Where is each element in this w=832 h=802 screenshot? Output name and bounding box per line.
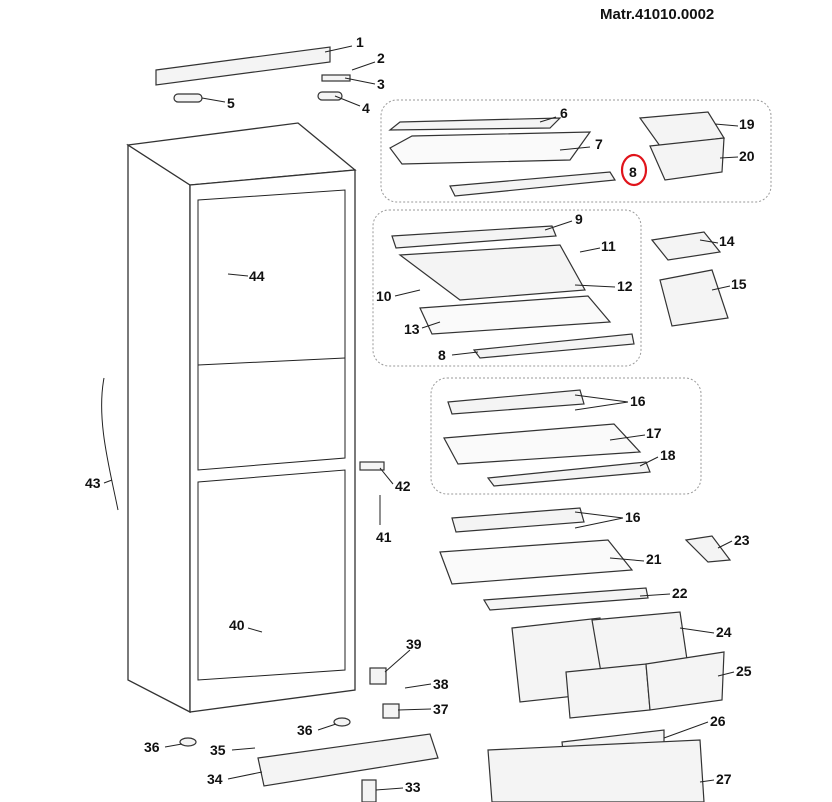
callout-23: 23: [734, 532, 750, 548]
group-box-top-shelf: [380, 99, 772, 203]
callout-36b: 36: [144, 739, 160, 755]
part-8: [472, 333, 635, 359]
callout-42: 42: [395, 478, 411, 494]
callout-17: 17: [646, 425, 662, 441]
callout-2: 2: [377, 50, 385, 66]
callout-5: 5: [227, 95, 235, 111]
callout-10: 10: [376, 288, 392, 304]
callout-21: 21: [646, 551, 662, 567]
part-8-top: [449, 171, 617, 197]
part-3: [321, 74, 351, 82]
part-17: [443, 423, 642, 465]
cabinet-front: [189, 169, 356, 713]
callout-33: 33: [405, 779, 421, 795]
part-33: [361, 779, 377, 802]
callout-9: 9: [575, 211, 583, 227]
callout-15: 15: [731, 276, 747, 292]
callout-40: 40: [229, 617, 245, 633]
fridge-compartment: [197, 189, 346, 471]
leader-lines: [103, 45, 739, 791]
part-25: [565, 663, 651, 719]
callout-8-highlighted: 8: [629, 164, 637, 180]
part-22: [482, 587, 649, 611]
callout-43: 43: [85, 475, 101, 491]
callout-14: 14: [719, 233, 735, 249]
callout-4: 4: [362, 100, 370, 116]
part-5: [173, 93, 203, 103]
callout-20: 20: [739, 148, 755, 164]
callout-8: 8: [438, 347, 446, 363]
part-34: [257, 733, 439, 787]
group-box-shelf-2: [372, 209, 642, 367]
cabinet-side: [127, 143, 191, 714]
part-15: [659, 269, 729, 327]
callout-37: 37: [433, 701, 449, 717]
callout-13: 13: [404, 321, 420, 337]
callout-6: 6: [560, 105, 568, 121]
part-18: [486, 461, 651, 487]
part-23: [684, 535, 732, 563]
callout-39: 39: [406, 636, 422, 652]
callout-36: 36: [297, 722, 313, 738]
callout-11: 11: [601, 238, 616, 254]
callout-34: 34: [207, 771, 223, 787]
part-top-panel: [155, 46, 331, 86]
callout-7: 7: [595, 136, 603, 152]
part-42: [359, 461, 385, 471]
part-20: [649, 137, 725, 181]
part-4: [317, 91, 343, 101]
part-36-foot: [179, 737, 197, 747]
part-16b: [451, 507, 585, 533]
part-25b: [645, 651, 725, 711]
part-12: [398, 244, 586, 301]
part-36-foot-b: [333, 717, 351, 727]
callout-12: 12: [617, 278, 633, 294]
part-37: [382, 703, 400, 719]
matricola-code: Matr.41010.0002: [600, 6, 714, 23]
callout-26: 26: [710, 713, 726, 729]
freezer-compartment: [197, 469, 346, 681]
callout-44: 44: [249, 268, 265, 284]
callout-1: 1: [356, 34, 364, 50]
callout-35: 35: [210, 742, 226, 758]
callout-16: 16: [630, 393, 646, 409]
part-14: [650, 231, 722, 261]
callout-18: 18: [660, 447, 676, 463]
part-7: [389, 131, 592, 165]
part-9: [391, 225, 557, 249]
part-39: [369, 667, 387, 685]
callout-22: 22: [672, 585, 688, 601]
part-21: [439, 539, 634, 585]
part-6: [388, 117, 562, 131]
callouts: 1 2 3 4 5 6 7 8 19 20 9 11 14 15 10 12 1…: [85, 34, 755, 795]
callout-24: 24: [716, 624, 732, 640]
callout-3: 3: [377, 76, 385, 92]
part-16: [447, 389, 585, 415]
group-box-shelf-3: [430, 377, 702, 495]
part-13: [419, 295, 612, 335]
callout-27: 27: [716, 771, 732, 787]
part-43-gasket: [101, 377, 119, 511]
callout-19: 19: [739, 116, 755, 132]
callout-38: 38: [433, 676, 449, 692]
highlight-circle: [620, 153, 648, 187]
part-27: [487, 739, 705, 802]
callout-41: 41: [376, 529, 392, 545]
callout-16b: 16: [625, 509, 641, 525]
callout-25: 25: [736, 663, 752, 679]
